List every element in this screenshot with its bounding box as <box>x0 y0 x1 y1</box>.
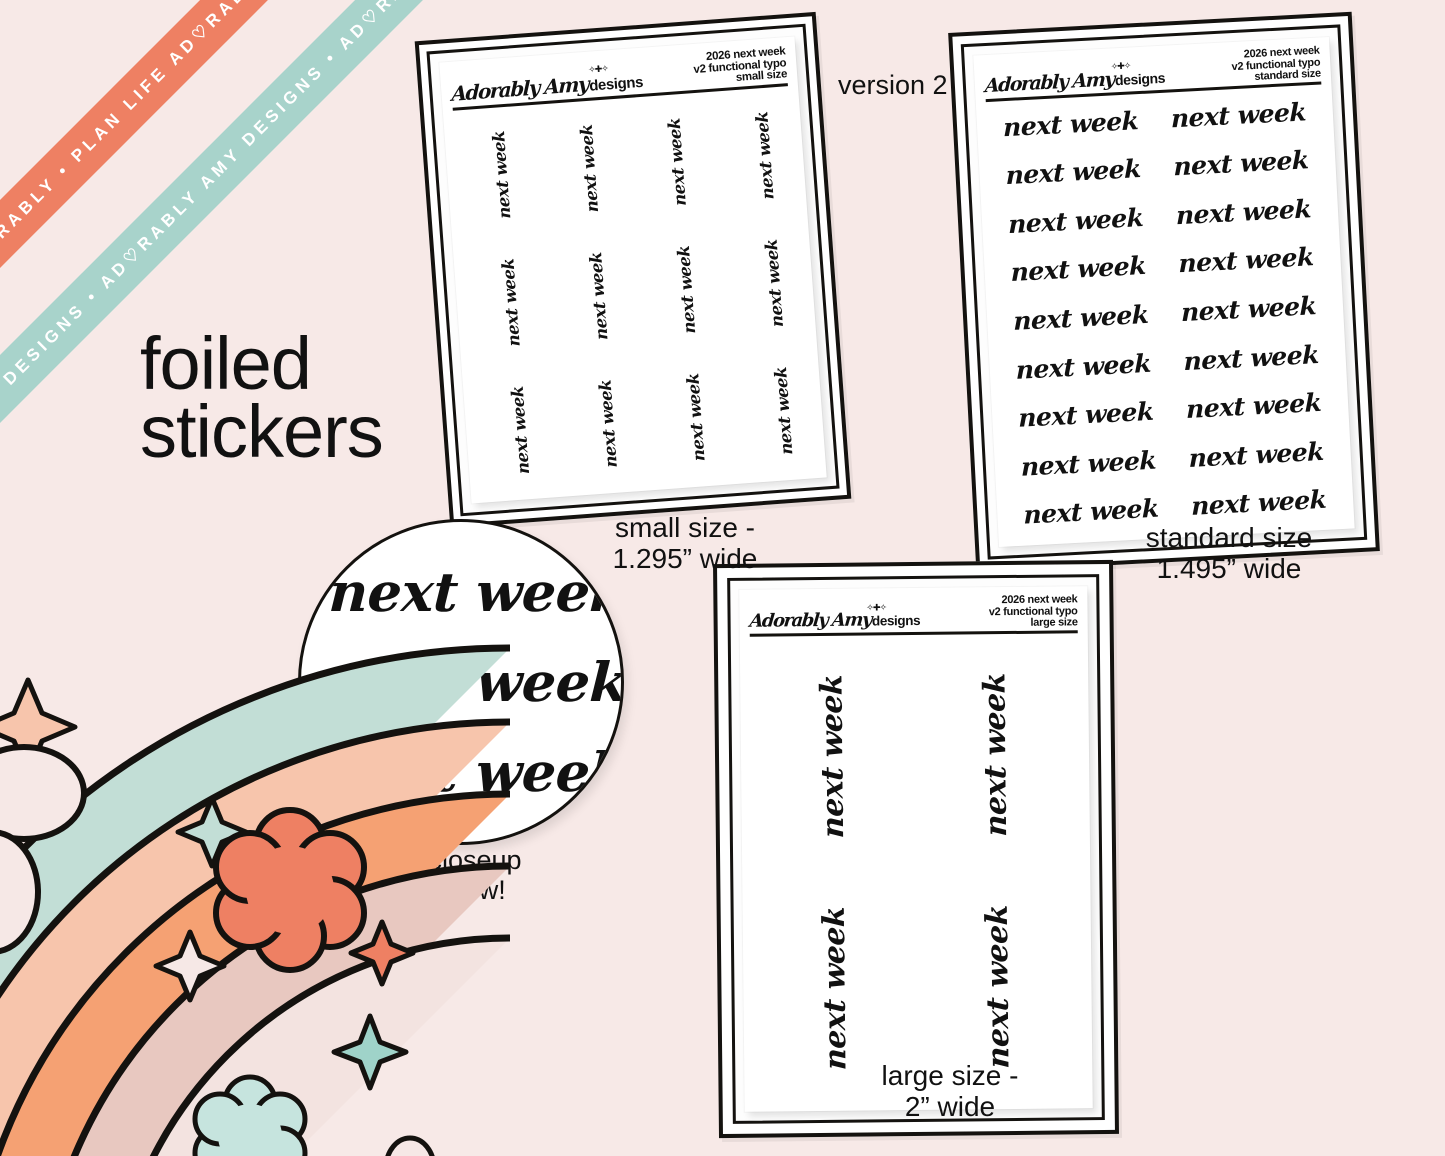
sticker-next-week: next week <box>751 111 778 200</box>
sticker-next-week: next week <box>1191 484 1327 522</box>
sticker-next-week: next week <box>1003 105 1139 142</box>
caption-line-1: standard size <box>1145 522 1313 553</box>
sticker-sheet-standard: Adorably Amy designs ✧✚✧ 2026 next week … <box>948 11 1380 573</box>
sticker-next-week: next week <box>816 906 854 1072</box>
sticker-next-week: next week <box>498 258 524 347</box>
coral-flower-icon <box>213 807 367 973</box>
sticker-next-week: next week <box>673 245 699 334</box>
caption-large-size: large size - 2” wide <box>820 1060 1080 1123</box>
sparkle-icon: ✧✚✧ <box>1110 60 1131 72</box>
rainbow-decoration <box>0 570 511 1156</box>
star-teal-icon <box>331 1013 409 1091</box>
star-coral-icon <box>348 919 416 987</box>
sheet-meta: 2026 next week v2 functional typo large … <box>989 594 1078 630</box>
sparkle-icon: ✧✚✧ <box>587 63 609 75</box>
sticker-next-week: next week <box>770 366 796 455</box>
brand-logo: Adorably Amy designs ✧✚✧ <box>984 60 1166 98</box>
mint-flower-icon <box>192 1074 308 1156</box>
brand-designs-text: designs <box>871 612 921 629</box>
sticker-next-week: next week <box>1173 145 1309 182</box>
brand-designs-text: designs <box>588 73 644 95</box>
rainbow-arc-5 <box>149 934 511 1156</box>
ribbon-adorably-amy-designs: AD♡RABLY AMY DESIGNS • AD♡RABLY AMY DESI… <box>0 0 486 575</box>
sheet-paper: Adorably Amy designs ✧✚✧ 2026 next week … <box>439 36 827 504</box>
sticker-next-week: next week <box>1186 387 1322 425</box>
sticker-next-week: next week <box>1016 348 1152 385</box>
gold-daisy-icon <box>385 1135 435 1156</box>
sheet-meta: 2026 next week v2 functional typo standa… <box>1231 45 1321 84</box>
sticker-next-week: next week <box>814 673 852 839</box>
sticker-next-week: next week <box>977 671 1015 837</box>
sticker-next-week: next week <box>595 379 621 468</box>
sticker-next-week: next week <box>980 904 1017 1070</box>
sticker-next-week: next week <box>664 118 690 207</box>
sticker-sheet-large: Adorably Amy designs ✧✚✧ 2026 next week … <box>713 559 1119 1139</box>
rainbow-arc-4 <box>70 862 511 1156</box>
caption-line-2: 1.495” wide <box>1156 553 1302 585</box>
rainbow-arc-2 <box>0 718 511 999</box>
sticker-next-week: next week <box>1018 396 1154 433</box>
caption-line-2: 1.295” wide <box>612 543 758 575</box>
sheet-inner-border: Adorably Amy designs ✧✚✧ 2026 next week … <box>960 24 1368 560</box>
sticker-next-week: next week <box>488 131 515 220</box>
brand-script-text: Adorably Amy <box>451 71 589 106</box>
brand-logo: Adorably Amy designs ✧✚✧ <box>748 602 921 632</box>
rainbow-svg <box>0 644 511 1156</box>
brand-script-text: Adorably Amy <box>748 609 872 632</box>
sticker-next-week: next week <box>761 239 787 328</box>
sheet-paper: Adorably Amy designs ✧✚✧ 2026 next week … <box>739 586 1093 1112</box>
headline-line-1: foiled <box>140 322 312 405</box>
star-mint-icon <box>175 795 249 869</box>
sheet-sticker-area: next week next week next week next week next… <box>986 84 1345 540</box>
sticker-grid: next week next week next week next week next… <box>986 84 1345 540</box>
sticker-next-week: next week <box>507 385 534 474</box>
sticker-next-week: next week <box>576 124 602 213</box>
star-white-icon <box>153 929 227 1003</box>
caption-standard-size: standard size 1.495” wide <box>1104 522 1354 585</box>
sheet-inner-border: Adorably Amy designs ✧✚✧ 2026 next week … <box>426 23 840 517</box>
caption-small-size: small size - 1.295” wide <box>560 512 810 575</box>
sheet-inner-border: Adorably Amy designs ✧✚✧ 2026 next week … <box>727 574 1105 1124</box>
sticker-next-week: next week <box>585 252 612 341</box>
sticker-next-week: next week <box>1183 339 1320 376</box>
sheet-header: Adorably Amy designs ✧✚✧ 2026 next week … <box>748 594 1078 637</box>
sticker-next-week: next week <box>682 372 709 461</box>
sticker-grid: next week next week next week next week next… <box>453 86 816 497</box>
sheet-meta-line-3: large size <box>1030 616 1078 629</box>
headline-foiled-stickers: foiled stickers <box>140 322 384 474</box>
caption-line-2: 2” wide <box>904 1091 996 1123</box>
sticker-sheet-small: Adorably Amy designs ✧✚✧ 2026 next week … <box>414 11 852 529</box>
sticker-next-week: next week <box>1006 154 1142 191</box>
sticker-next-week: next week <box>1189 436 1325 473</box>
brand-designs-text: designs <box>1114 69 1166 89</box>
sticker-next-week: next week <box>1176 194 1312 231</box>
sparkle-icon: ✧✚✧ <box>866 602 887 613</box>
version-label: version 2 <box>838 70 948 100</box>
sheet-sticker-area: next week next week next week next week next… <box>453 86 816 497</box>
sheet-meta: 2026 next week v2 functional typo small … <box>692 45 787 88</box>
brand-script-text: Adorably Amy <box>984 68 1115 98</box>
sticker-next-week: next week <box>1011 251 1147 288</box>
rainbow-arc-3 <box>0 790 511 1156</box>
headline-line-2: stickers <box>140 390 384 474</box>
sheet-paper: Adorably Amy designs ✧✚✧ 2026 next week … <box>973 37 1355 547</box>
sticker-next-week: next week <box>1181 290 1317 328</box>
caption-line-1: large size - <box>881 1060 1019 1091</box>
sticker-next-week: next week <box>1008 202 1144 239</box>
sticker-next-week: next week <box>1021 445 1157 482</box>
sticker-next-week: next week <box>1171 97 1307 134</box>
caption-line-1: small size - <box>614 512 755 543</box>
smiley-daisy-icon <box>0 744 87 955</box>
sticker-next-week: next week <box>1013 299 1149 336</box>
sticker-next-week: next week <box>1178 242 1315 279</box>
